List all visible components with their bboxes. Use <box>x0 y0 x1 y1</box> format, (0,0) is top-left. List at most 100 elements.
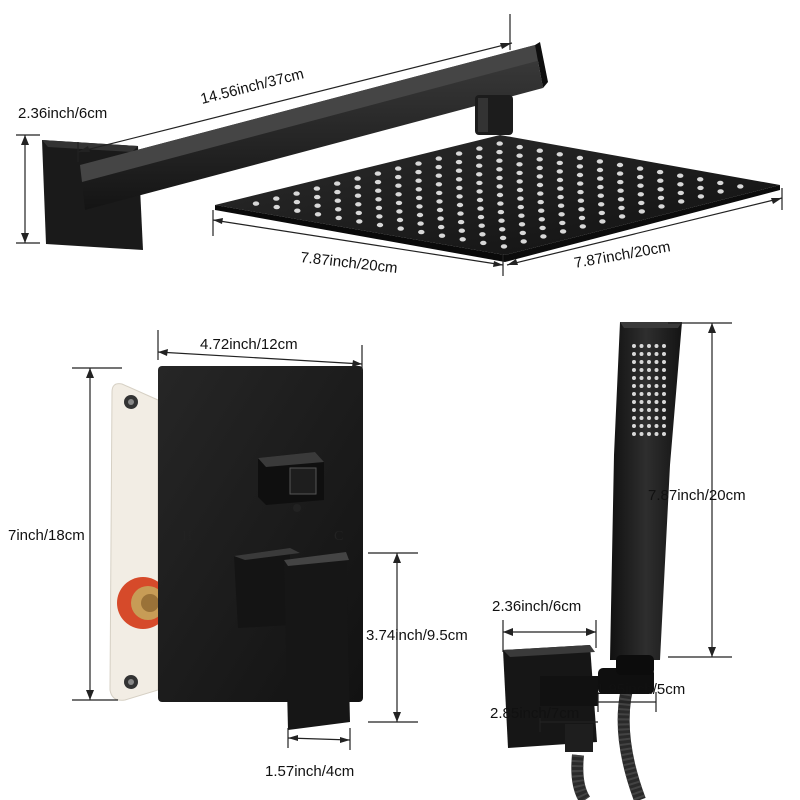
nozzle <box>455 159 463 165</box>
wand-nozzle <box>632 400 636 404</box>
nozzle <box>313 186 321 191</box>
dim-plate-width: 4.72inch/12cm <box>157 330 363 372</box>
wand-length-label: 7.87inch/20cm <box>648 487 746 504</box>
wand-nozzle <box>654 400 659 404</box>
nozzle <box>397 226 404 231</box>
handle-height-label: 3.74inch/9.5cm <box>366 627 468 644</box>
nozzle <box>497 209 505 215</box>
nozzle <box>576 172 584 178</box>
wand-nozzle <box>662 392 666 396</box>
nozzle <box>599 219 606 224</box>
nozzle <box>395 174 402 180</box>
nozzle <box>499 227 506 232</box>
wand-nozzle <box>654 392 659 396</box>
wand-nozzle <box>662 408 666 412</box>
nozzle <box>314 212 322 217</box>
wand-nozzle <box>647 368 651 372</box>
nozzle <box>456 185 463 191</box>
wand-nozzle <box>639 408 644 412</box>
nozzle <box>496 184 503 189</box>
head-depth-label: 7.87inch/20cm <box>300 249 399 277</box>
nozzle <box>438 224 445 230</box>
nozzle <box>519 230 526 236</box>
diverter-knob[interactable] <box>258 452 324 512</box>
wand-nozzle <box>647 344 651 348</box>
handheld-shower-assembly: 7.87inch/20cm 2.36inch/6cm 1.95inch/5cm … <box>490 322 746 800</box>
outlet-width-label: 1.95inch/5cm <box>596 681 685 698</box>
nozzle <box>637 174 644 180</box>
nozzle <box>556 177 564 183</box>
nozzle <box>499 235 507 241</box>
nozzle <box>536 174 543 179</box>
nozzle <box>395 166 402 171</box>
nozzle <box>476 180 483 186</box>
nozzle <box>717 180 724 186</box>
nozzle <box>598 202 605 207</box>
nozzle <box>536 148 543 153</box>
dim-wand-length: 7.87inch/20cm <box>648 322 746 658</box>
nozzle <box>616 171 624 176</box>
rain-shower-assembly: 14.56inch/37cm 2.36inch/6cm 7.87inch/20c… <box>16 14 783 277</box>
nozzle <box>638 209 645 214</box>
wand-nozzle <box>632 368 636 372</box>
nozzle <box>376 222 384 228</box>
nozzle <box>496 167 503 172</box>
nozzle <box>536 165 543 171</box>
mixer-lever-handle[interactable] <box>234 548 350 730</box>
nozzle <box>539 225 546 231</box>
wand-nozzle <box>639 344 644 348</box>
nozzle <box>678 199 685 204</box>
wand-nozzle <box>647 384 651 388</box>
nozzle <box>375 205 383 211</box>
nozzle <box>520 239 527 244</box>
nozzle <box>436 190 443 196</box>
wand-nozzle <box>639 360 644 364</box>
nozzle <box>617 197 625 202</box>
nozzle <box>273 204 280 210</box>
wand-nozzle <box>632 352 636 356</box>
nozzle <box>396 217 404 223</box>
nozzle <box>577 189 584 195</box>
nozzle <box>556 152 563 157</box>
nozzle <box>417 221 424 226</box>
head-width-label: 7.87inch/20cm <box>573 238 672 272</box>
wand-nozzle <box>632 384 636 388</box>
wand-nozzle <box>647 408 651 412</box>
nozzle <box>697 185 704 191</box>
nozzle <box>617 188 624 193</box>
dim-box-height: 7inch/18cm <box>8 367 122 701</box>
nozzle <box>616 162 624 168</box>
nozzle <box>500 244 508 249</box>
nozzle <box>579 224 586 229</box>
nozzle <box>598 210 605 216</box>
shower-arm <box>80 42 548 210</box>
wand-nozzle <box>662 384 666 388</box>
nozzle <box>416 212 424 218</box>
nozzle <box>478 223 485 228</box>
wand-nozzle <box>647 352 651 356</box>
wand-nozzle <box>654 432 659 436</box>
mixing-valve-assembly: H C 4.72inch/12cm <box>8 330 468 780</box>
wand-nozzle <box>639 432 644 436</box>
wand-nozzle <box>632 408 636 412</box>
wand-nozzle <box>662 368 666 372</box>
nozzle <box>374 179 382 185</box>
nozzle <box>597 184 604 190</box>
handheld-shower-wand[interactable] <box>610 322 682 675</box>
nozzle <box>252 201 260 206</box>
nozzle <box>498 218 505 223</box>
nozzle <box>416 204 423 209</box>
wand-nozzle <box>654 384 659 388</box>
nozzle <box>438 233 446 238</box>
nozzle <box>517 196 524 201</box>
nozzle <box>356 219 363 224</box>
nozzle <box>374 171 382 176</box>
wand-nozzle <box>662 432 666 436</box>
nozzle <box>435 164 442 170</box>
nozzle <box>538 208 545 213</box>
dim-outlet-width: 1.95inch/5cm <box>596 681 685 712</box>
nozzle <box>496 149 503 155</box>
nozzle <box>637 192 644 197</box>
wand-nozzle <box>647 416 651 420</box>
